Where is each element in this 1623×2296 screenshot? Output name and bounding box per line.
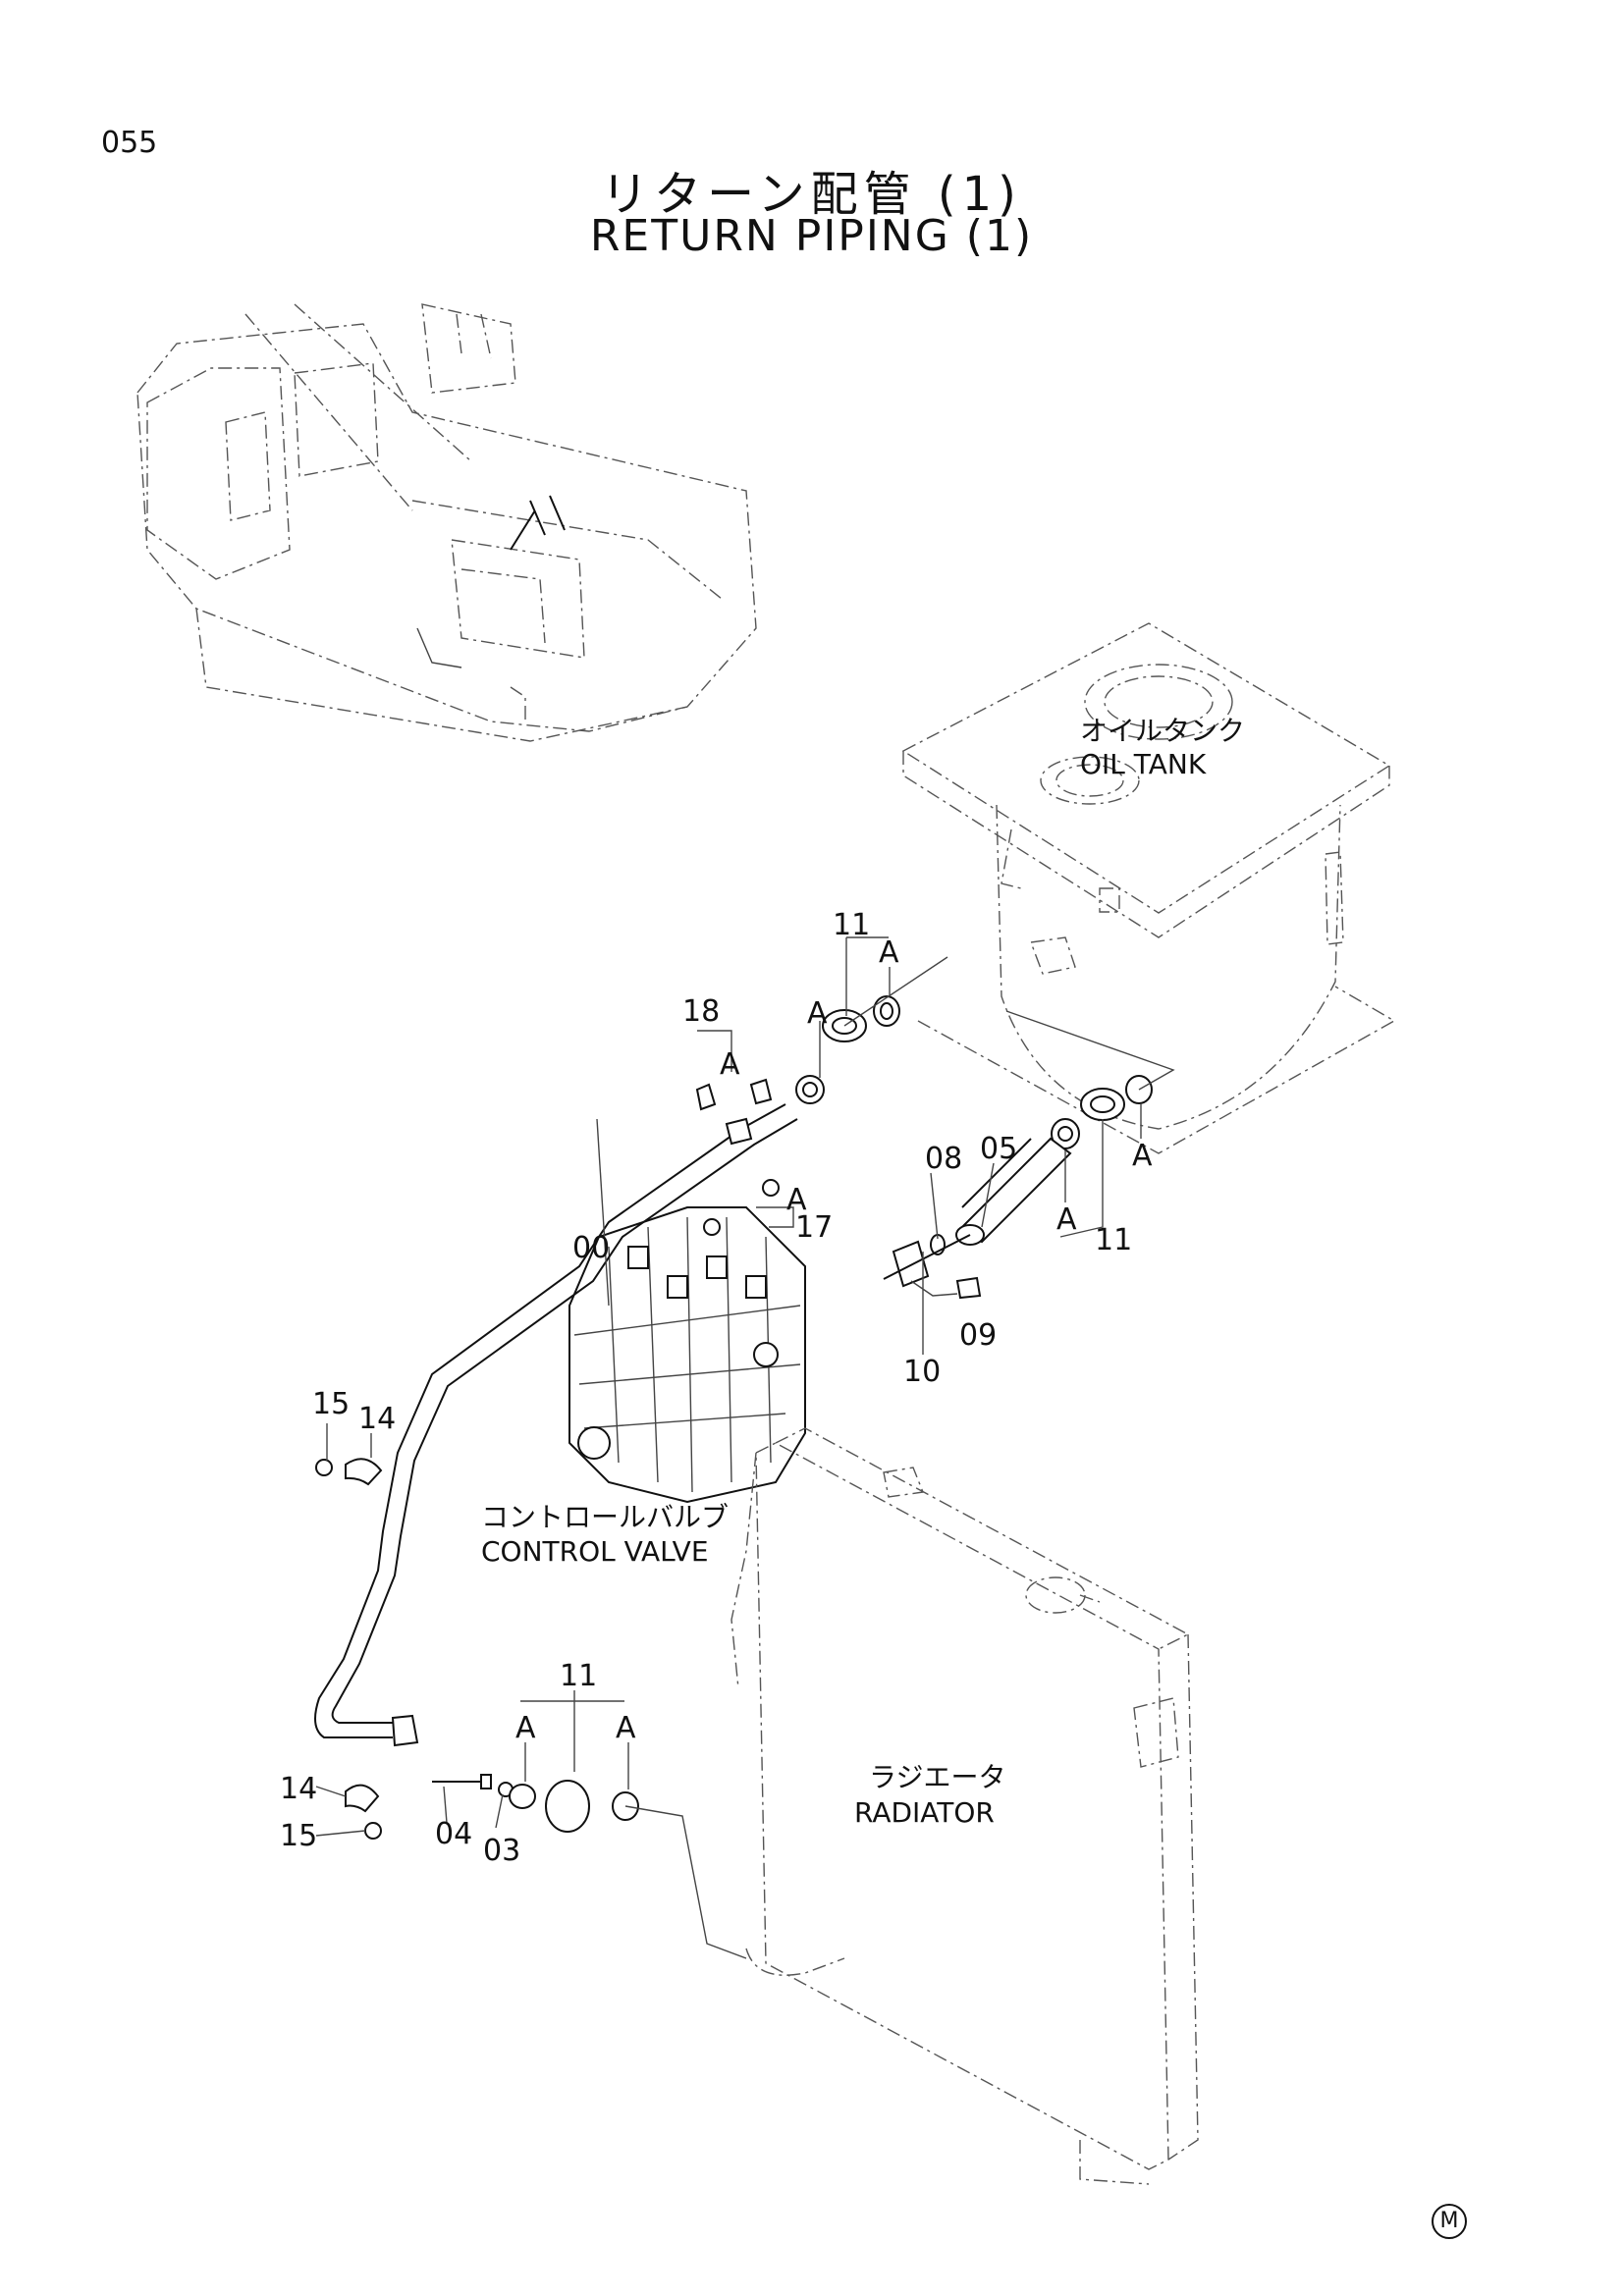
page-number: 055	[101, 126, 158, 160]
radiator	[730, 1427, 1199, 2185]
callout-a6: A	[1056, 1202, 1077, 1237]
radiator-label-jp: ラジエータ	[869, 1761, 1005, 1793]
page-title-japanese: リターン配管 (1)	[601, 167, 1022, 222]
oil-tank	[901, 622, 1396, 1154]
callout-10: 10	[903, 1355, 941, 1389]
callout-11-right: 11	[1095, 1223, 1132, 1257]
control-valve-label-en: CONTROL VALVE	[481, 1535, 709, 1568]
callout-a4: A	[786, 1183, 807, 1217]
part-callouts: 00 03 04 05 08 09 10 11 11 11 14 14 15 1…	[280, 908, 1153, 1868]
callout-a8: A	[616, 1711, 636, 1745]
callout-11-top: 11	[833, 908, 870, 942]
callout-08: 08	[925, 1142, 962, 1176]
callout-a2: A	[807, 996, 828, 1031]
callout-17: 17	[795, 1210, 833, 1245]
callout-00: 00	[572, 1231, 610, 1265]
callout-18: 18	[682, 994, 720, 1029]
callout-14-top: 14	[358, 1402, 396, 1436]
excavator-overview	[136, 303, 757, 742]
return-pipe	[314, 1078, 798, 1747]
callout-15-top: 15	[312, 1387, 350, 1421]
oil-tank-label-en: OIL TANK	[1080, 748, 1207, 780]
callout-a3: A	[720, 1047, 740, 1082]
manufacturer-mark: M	[1432, 2204, 1467, 2239]
callout-04: 04	[435, 1817, 472, 1851]
component-labels: オイルタンク OIL TANK コントロールバルブ CONTROL VALVE …	[481, 715, 1245, 1829]
callout-a1: A	[879, 935, 899, 970]
callout-14-bottom: 14	[280, 1772, 317, 1806]
parts	[315, 956, 1175, 1959]
callout-09: 09	[959, 1318, 997, 1353]
control-valve-label-jp: コントロールバルブ	[481, 1501, 729, 1533]
page-title-english: RETURN PIPING (1)	[589, 211, 1034, 261]
callout-a5: A	[1132, 1139, 1153, 1173]
callout-15-bottom: 15	[280, 1819, 317, 1853]
callout-a7: A	[515, 1711, 536, 1745]
radiator-label-en: RADIATOR	[854, 1796, 995, 1829]
callout-03: 03	[483, 1834, 520, 1868]
leader-lines	[315, 936, 1142, 1837]
control-valve	[568, 1206, 806, 1504]
oil-tank-label-jp: オイルタンク	[1080, 715, 1245, 747]
callout-11-bottom: 11	[560, 1659, 597, 1693]
callout-05: 05	[980, 1132, 1017, 1166]
